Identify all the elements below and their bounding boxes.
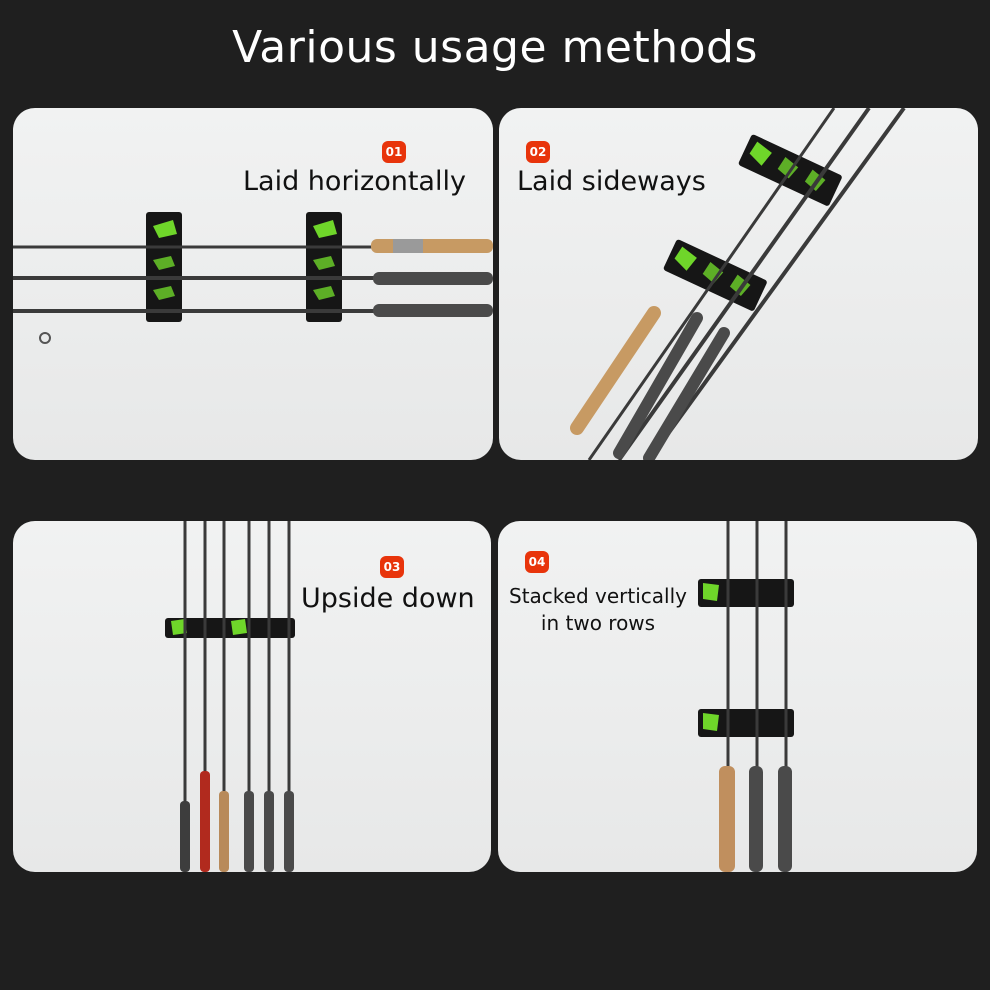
sideways-rods-illustration: [570, 108, 906, 460]
page-title: Various usage methods: [232, 22, 758, 73]
stacked-rods-illustration: [698, 521, 794, 872]
label-laid-horizontally: Laid horizontally: [243, 166, 466, 197]
rod-rack: [165, 618, 295, 638]
badge-03: 03: [380, 556, 404, 578]
horizontal-rods-illustration: [13, 212, 493, 344]
label-stacked-vertically-line1: Stacked vertically: [509, 584, 687, 608]
label-stacked-vertically-line2: in two rows: [540, 611, 656, 635]
panel-upside-down: 03 Upside down: [13, 521, 491, 872]
rod-rack: [306, 212, 342, 322]
rod-rack: [146, 212, 182, 322]
badge-02: 02: [526, 141, 550, 163]
badge-01: 01: [382, 141, 406, 163]
rod-rack: [698, 709, 794, 737]
panel-stacked-vertically: 04 Stacked vertically in two rows: [498, 521, 977, 872]
label-laid-sideways: Laid sideways: [517, 166, 706, 197]
panel-laid-horizontally: 01 Laid horizontally: [13, 108, 493, 460]
label-upside-down: Upside down: [301, 583, 475, 614]
badge-04: 04: [525, 551, 549, 573]
rod-rack: [698, 579, 794, 607]
upside-down-rods-illustration: [165, 521, 295, 872]
rod-rack: [663, 239, 767, 311]
panel-laid-sideways: 02 Laid sideways: [499, 108, 978, 460]
